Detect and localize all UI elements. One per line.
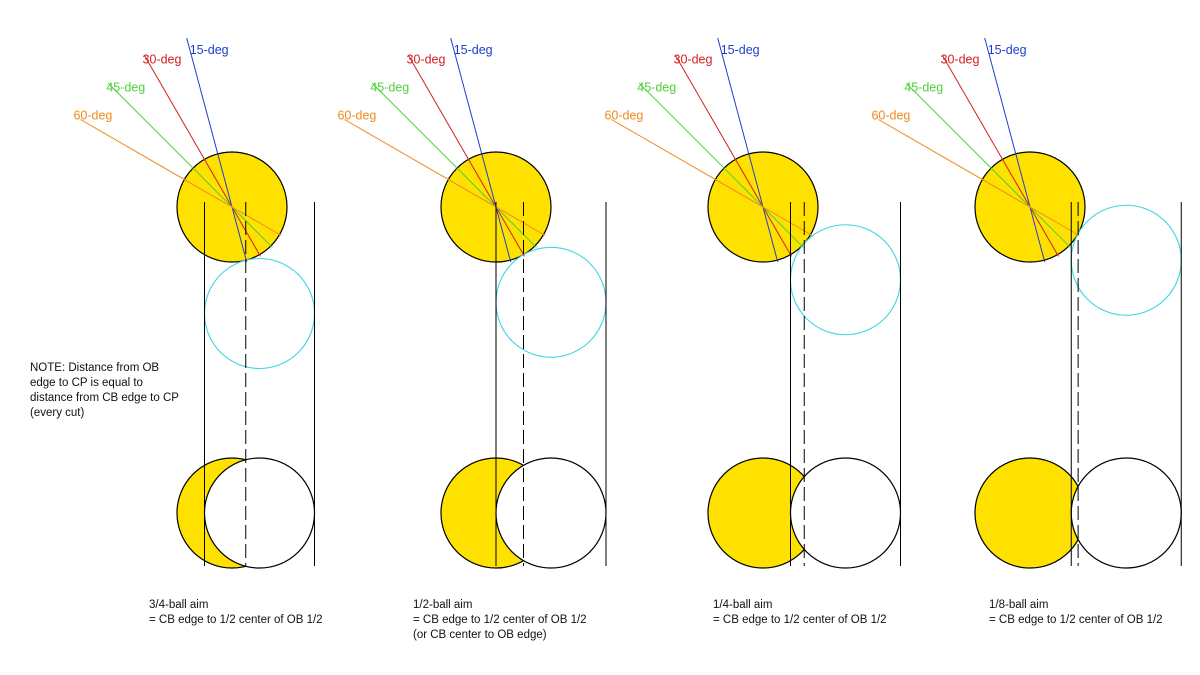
angle-label-15: 15-deg [988, 43, 1027, 57]
aim-line-30-deg [408, 55, 525, 257]
caption-title: 3/4-ball aim [149, 599, 209, 611]
cue-ball-bottom-quarter-ball [789, 457, 902, 569]
angle-label-15: 15-deg [721, 43, 760, 57]
aim-line-30-deg [942, 55, 1059, 257]
aim-line-15-deg [717, 37, 779, 263]
ghost-ball-half-ball [495, 246, 607, 358]
aim-line-60-deg [611, 119, 813, 236]
caption-title: 1/2-ball aim [413, 599, 473, 611]
aim-line-15-deg [450, 37, 512, 263]
caption-three-quarter-ball: 3/4-ball aim = CB edge to 1/2 center of … [149, 598, 323, 628]
ghost-ball-eighth-ball [1070, 204, 1182, 316]
caption-formula: = CB edge to 1/2 center of OB 1/2 [713, 614, 887, 626]
cue-ball-bottom-eighth-ball [1070, 457, 1182, 569]
aim-line-15-deg [186, 37, 248, 263]
angle-label-45: 45-deg [904, 80, 943, 94]
ghost-ball-three-quarter-ball [203, 257, 316, 370]
ghost-ball-quarter-ball [789, 224, 902, 336]
aim-line-15-deg [984, 37, 1046, 263]
angle-label-30: 30-deg [407, 52, 446, 66]
angle-label-15: 15-deg [454, 43, 493, 57]
note-line-2: edge to CP is equal to [30, 377, 143, 389]
note-line-3: distance from CB edge to CP [30, 392, 179, 404]
angle-label-30: 30-deg [143, 52, 182, 66]
caption-formula: = CB edge to 1/2 center of OB 1/2 [149, 614, 323, 626]
angle-label-45: 45-deg [106, 80, 145, 94]
caption-eighth-ball: 1/8-ball aim = CB edge to 1/2 center of … [989, 598, 1163, 628]
cue-ball-bottom-three-quarter-ball [203, 457, 316, 569]
caption-formula: = CB edge to 1/2 center of OB 1/2 [413, 614, 587, 626]
angle-label-60: 60-deg [604, 109, 643, 123]
aim-line-45-deg [107, 82, 273, 248]
aim-line-45-deg [371, 82, 537, 248]
cue-ball-bottom-half-ball [495, 457, 607, 569]
aim-line-45-deg [905, 82, 1071, 248]
caption-quarter-ball: 1/4-ball aim = CB edge to 1/2 center of … [713, 598, 887, 628]
aim-line-60-deg [344, 119, 546, 236]
angle-label-60: 60-deg [73, 109, 112, 123]
angle-label-45: 45-deg [370, 80, 409, 94]
object-ball-bottom-eighth-ball [974, 457, 1086, 569]
angle-label-30: 30-deg [674, 52, 713, 66]
aim-line-30-deg [675, 55, 792, 257]
angle-label-30: 30-deg [941, 52, 980, 66]
note-line-4: (every cut) [30, 407, 85, 419]
angle-label-60: 60-deg [337, 109, 376, 123]
note-line-1: NOTE: Distance from OB [30, 362, 160, 374]
caption-title: 1/8-ball aim [989, 599, 1049, 611]
aim-line-30-deg [144, 55, 261, 257]
angle-label-15: 15-deg [190, 43, 229, 57]
caption-alternate: (or CB center to OB edge) [413, 629, 547, 641]
aim-line-60-deg [80, 119, 282, 236]
aim-line-60-deg [878, 119, 1080, 236]
aim-line-45-deg [638, 82, 804, 248]
caption-half-ball: 1/2-ball aim = CB edge to 1/2 center of … [413, 598, 587, 643]
angle-label-60: 60-deg [871, 109, 910, 123]
caption-formula: = CB edge to 1/2 center of OB 1/2 [989, 614, 1163, 626]
caption-title: 1/4-ball aim [713, 599, 773, 611]
angle-label-45: 45-deg [637, 80, 676, 94]
note-text: NOTE: Distance from OB edge to CP is equ… [30, 361, 179, 421]
